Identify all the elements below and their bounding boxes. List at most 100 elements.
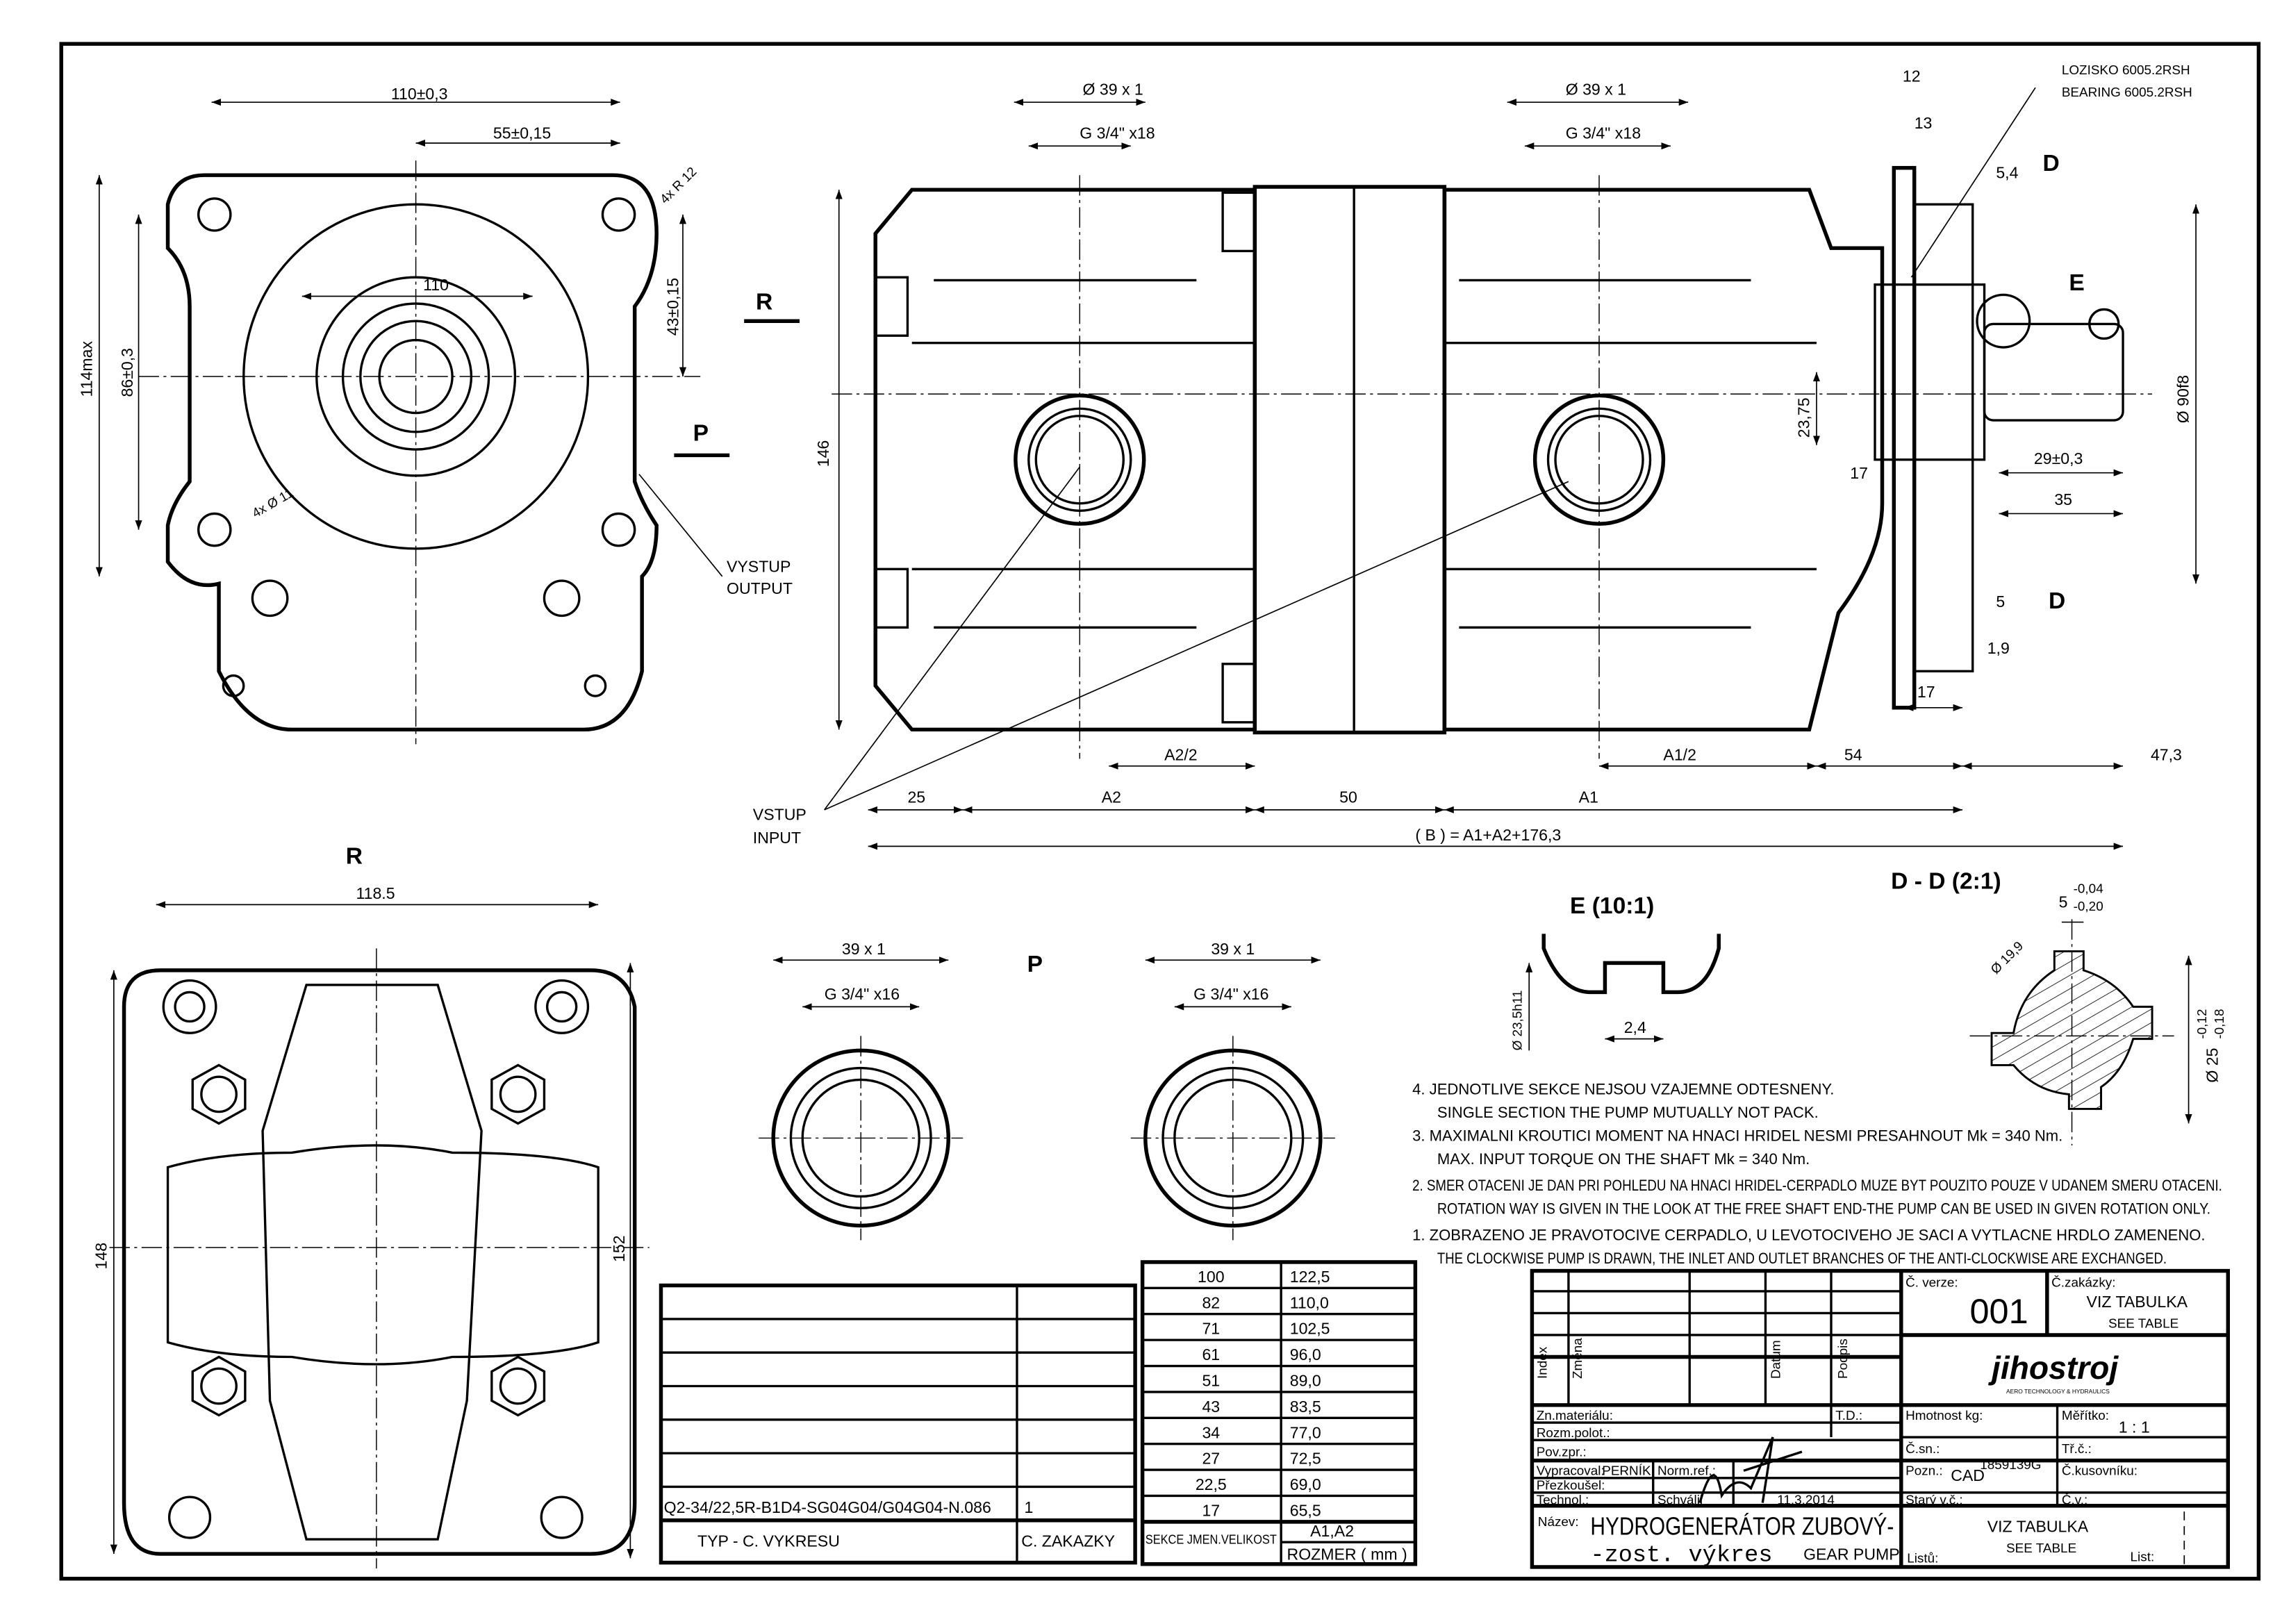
size-cell: 17	[1202, 1501, 1220, 1519]
tolerance: -0,18	[2213, 1009, 2227, 1039]
note-line: 3. MAXIMALNI KROUTICI MOMENT NA HNACI HR…	[1412, 1127, 2062, 1145]
size-cell: 34	[1202, 1423, 1220, 1441]
drawing-frame	[59, 42, 2261, 1581]
tolerance: -0,12	[2195, 1009, 2210, 1039]
dim-label: 152	[610, 1235, 628, 1262]
dimension-cell: 69,0	[1290, 1475, 1321, 1493]
dim-label: 39 x 1	[842, 940, 886, 958]
detail-mark-e: E	[2069, 270, 2084, 296]
semi-label: Rozm.polot.:	[1537, 1426, 1610, 1441]
dim-label: 146	[814, 440, 832, 467]
sheets-label: Listů:	[1907, 1552, 1938, 1566]
input-label-en: INPUT	[753, 829, 801, 847]
rev-label: Datum	[1769, 1340, 1783, 1379]
side-view: R	[744, 87, 2200, 850]
dim-label: 110	[423, 276, 449, 294]
dimension-cell: 89,0	[1290, 1372, 1321, 1390]
order-header: C. ZAKAZKY	[1021, 1532, 1115, 1550]
type-header: TYP - C. VYKRESU	[697, 1532, 840, 1550]
dim-label: 50	[1339, 788, 1357, 806]
input-label: VSTUP	[753, 806, 807, 824]
dimension-cell: 122,5	[1290, 1268, 1330, 1286]
detail-e-title: E (10:1)	[1570, 893, 1654, 919]
dim-label: G 3/4" x18	[1080, 124, 1155, 142]
view-title-p: P	[1027, 952, 1043, 977]
scale-value: 1 : 1	[2119, 1418, 2150, 1436]
drawn-label: Vypracoval:	[1537, 1464, 1605, 1479]
detail-e	[1526, 934, 1721, 1051]
version-label: Č. verze:	[1905, 1275, 1958, 1291]
view-title-r: R	[346, 844, 363, 870]
size-cell: 43	[1202, 1398, 1220, 1416]
dim-label: G 3/4" x18	[1566, 124, 1641, 142]
dim-label: A2	[1102, 788, 1121, 806]
note-line: MAX. INPUT TORQUE ON THE SHAFT Mk = 340 …	[1437, 1150, 1810, 1168]
note-line: THE CLOCKWISE PUMP IS DRAWN, THE INLET A…	[1437, 1250, 2167, 1267]
dimension-cell: 110,0	[1290, 1293, 1329, 1311]
title-block: Index Změna Datum Podpis Č. verze: 001 Č…	[1530, 1268, 2231, 1569]
dim-label: 2,4	[1624, 1018, 1646, 1036]
section-d-d	[1969, 919, 2192, 1145]
dim-label: 43±0,15	[664, 278, 682, 335]
dim-label: 13	[1915, 114, 1933, 132]
rev-label: Podpis	[1836, 1339, 1851, 1379]
bom-label: Č.kusovníku:	[2062, 1464, 2138, 1479]
dim-label: 4x Ø 11	[250, 486, 297, 522]
dimension-cell: 96,0	[1290, 1345, 1321, 1364]
tolerance: -0,20	[2074, 900, 2103, 914]
dim-label: 86±0,3	[118, 348, 136, 397]
checked-label: Přezkoušel:	[1537, 1479, 1605, 1493]
dim-label: A1/2	[1663, 745, 1696, 763]
surface-label: Pov.zpr.:	[1537, 1445, 1587, 1459]
td-label: T.D.:	[1835, 1409, 1862, 1423]
size-cell: 51	[1202, 1372, 1220, 1390]
dim-label: Ø 23,5h11	[1511, 991, 1526, 1051]
dim-label: 110±0,3	[391, 85, 448, 103]
cv-label: Č.v.:	[2062, 1493, 2087, 1508]
dim-label: G 3/4" x16	[1193, 985, 1268, 1003]
section-title: D - D (2:1)	[1891, 868, 2001, 894]
sn-label: Č.sn.:	[1905, 1441, 1940, 1457]
note-label: Pozn.:	[1905, 1464, 1943, 1479]
order-value: 1	[1024, 1498, 1033, 1516]
dimension-cell: 72,5	[1290, 1450, 1321, 1468]
rev-label: Index	[1535, 1346, 1550, 1379]
old-label: Starý v.č.:	[1905, 1493, 1963, 1508]
class-label: Tř.č.:	[2062, 1442, 2092, 1457]
size-cell: 61	[1202, 1345, 1220, 1364]
dim-label: 55±0,15	[493, 124, 551, 142]
view-label-r: R	[756, 289, 772, 315]
bearing-label: LOZISKO 6005.2RSH	[2062, 63, 2190, 78]
front-view	[95, 99, 723, 745]
rear-view	[109, 901, 650, 1569]
dim-label: 47,3	[2151, 745, 2182, 763]
dim-label: 17	[1850, 464, 1868, 482]
dim-label: G 3/4" x16	[825, 985, 900, 1003]
drawn-value: PERNÍK	[1602, 1464, 1651, 1479]
approved-label: Schválil	[1657, 1493, 1703, 1508]
dim-label: 39 x 1	[1211, 940, 1255, 958]
size-cell: 82	[1202, 1293, 1220, 1311]
dim-label: Ø 25	[2204, 1048, 2222, 1083]
company-logo: jihostroj	[1988, 1350, 2119, 1386]
size-header-section: SEKCE JMEN.VELIKOST	[1146, 1532, 1277, 1547]
port-views	[759, 956, 1335, 1241]
note-value: CAD	[1951, 1466, 1985, 1484]
dim-label: 114max	[77, 341, 95, 397]
dim-label: Ø 39 x 1	[1082, 81, 1143, 99]
dimension-cell: 65,5	[1290, 1501, 1321, 1519]
dimension-cell: 77,0	[1290, 1423, 1321, 1441]
dim-label: ( B ) = A1+A2+176,3	[1415, 826, 1561, 844]
version-value: 001	[1970, 1291, 2028, 1331]
signature	[1698, 1436, 1803, 1503]
dim-label: Ø 19,9	[1988, 939, 2026, 977]
order-value-en: SEE TABLE	[2108, 1316, 2178, 1331]
drawing-name-en: GEAR PUMP	[1803, 1545, 1900, 1563]
dimension-cell: 83,5	[1290, 1398, 1321, 1416]
note-line: 1. ZOBRAZENO JE PRAVOTOCIVE CERPADLO, U …	[1412, 1226, 2205, 1243]
approval-date: 11.3.2014	[1777, 1493, 1835, 1508]
name-label: Název:	[1538, 1515, 1579, 1530]
dim-label: 1,9	[1987, 639, 2010, 657]
tolerance: -0,04	[2074, 882, 2103, 897]
